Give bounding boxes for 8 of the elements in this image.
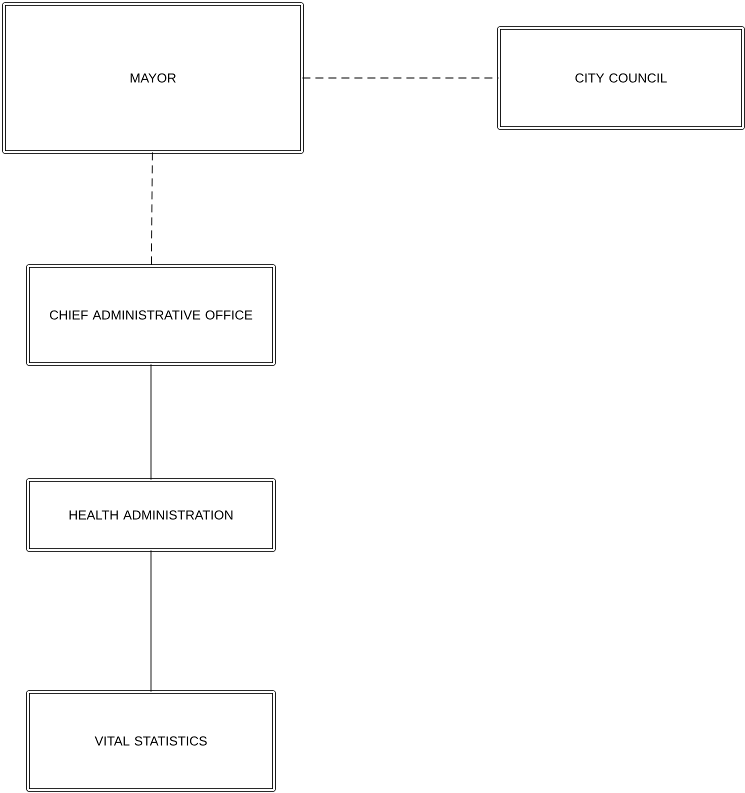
org-box: MAYOR (2, 2, 304, 154)
org-box: CHIEF ADMINISTRATIVE OFFICE (26, 264, 276, 366)
connector-line (150, 364, 152, 480)
org-box: VITAL STATISTICS (26, 690, 276, 792)
org-box: HEALTH ADMINISTRATION (26, 478, 276, 552)
org-box: CITY COUNCIL (497, 26, 745, 130)
connector-line (150, 152, 153, 266)
connector-line (150, 550, 152, 692)
